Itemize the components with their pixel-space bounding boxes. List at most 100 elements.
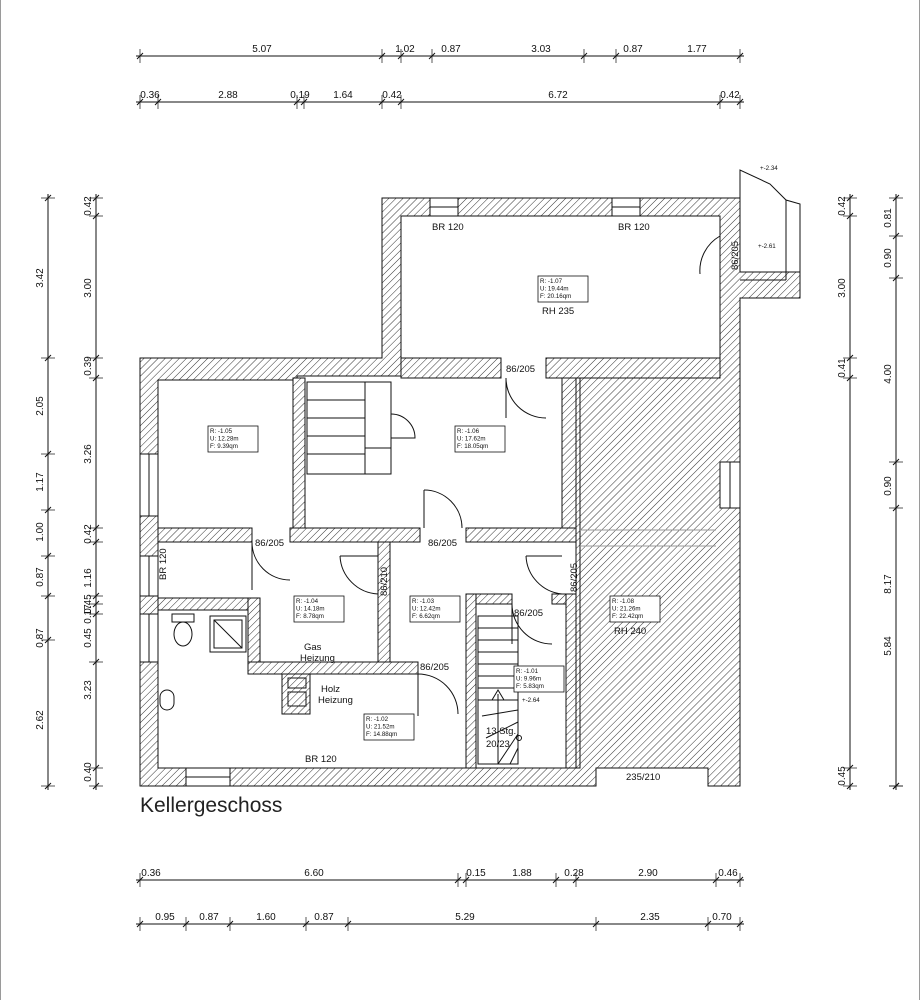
- dimension-label: 1.00: [35, 522, 46, 542]
- dimension-label: 0.87: [199, 912, 219, 923]
- dimension-label: 0.45: [83, 594, 94, 614]
- door-label: 86/205: [428, 538, 457, 549]
- window-label: BR 120: [618, 222, 650, 233]
- room-value: R: -1.06: [457, 428, 480, 435]
- dimension-label: 0.42: [83, 524, 94, 544]
- door-label: 86/205: [730, 241, 741, 270]
- dimension-label: 2.35: [640, 912, 660, 923]
- fixtures: [159, 613, 307, 711]
- room-height: RH 235: [542, 306, 574, 317]
- dimension-label: 0.42: [720, 90, 740, 101]
- plan-labels: BR 120 BR 120 BR 120 BR 120 86/205 86/20…: [158, 165, 778, 783]
- dimension-label: 0.70: [712, 912, 732, 923]
- room-value: R: -1.08: [612, 598, 635, 605]
- dimension-label: 1.64: [333, 90, 353, 101]
- dimension-label: 0.90: [883, 476, 894, 496]
- dimension-label: 0.87: [35, 567, 46, 587]
- dimension-label: 0.42: [83, 196, 94, 216]
- dimension-label: 5.29: [455, 912, 475, 923]
- door-label: 86/210: [379, 567, 390, 596]
- room-value: U: 14.18m: [296, 606, 325, 613]
- level-label: +-2.61: [758, 243, 776, 250]
- stair-upper: [306, 381, 416, 475]
- dimension-label: 0.36: [141, 868, 161, 879]
- door-label: 86/205: [569, 563, 580, 592]
- room-name-label: Heizung: [318, 695, 353, 706]
- dimension-label: 8.17: [883, 574, 894, 594]
- dimension-label: 2.62: [35, 710, 46, 730]
- dimension-label: 0.36: [140, 90, 160, 101]
- dimension-label: 3.03: [531, 44, 551, 55]
- room-name-label: Heizung: [300, 653, 335, 664]
- door-label: 86/205: [255, 538, 284, 549]
- corner-bay: [739, 169, 801, 298]
- dimension-label: 1.02: [395, 44, 415, 55]
- level-label: +-2.34: [760, 165, 778, 172]
- dimension-label: 1.60: [256, 912, 276, 923]
- dimension-label: 0.28: [564, 868, 584, 879]
- room-value: F: 18.05qm: [457, 443, 488, 450]
- stair-label: 13 Stg.: [486, 726, 516, 737]
- dimension-label: 2.90: [638, 868, 658, 879]
- room-height: RH 240: [614, 626, 646, 637]
- dimension-label: 0.81: [883, 208, 894, 228]
- dimension-label: 3.00: [837, 278, 848, 298]
- dimension-label: 0.41: [837, 358, 848, 378]
- door-label: 86/205: [420, 662, 449, 673]
- door-label: 86/205: [514, 608, 543, 619]
- room-value: R: -1.03: [412, 598, 435, 605]
- dimension-label: 0.42: [382, 90, 402, 101]
- room-value: F: 14.88qm: [366, 731, 397, 738]
- interior-walls: [157, 357, 721, 769]
- room-value: F: 20.16qm: [540, 293, 571, 300]
- plan-title: Kellergeschoss: [140, 794, 283, 817]
- dimension-label: 4.00: [883, 364, 894, 384]
- room-value: U: 12.28m: [210, 436, 239, 443]
- dimension-label: 0.45: [837, 766, 848, 786]
- door-swings: [251, 235, 721, 716]
- dimension-label: 0.17: [83, 604, 94, 624]
- windows: [139, 197, 741, 787]
- level-label: +-2.64: [522, 697, 540, 704]
- dimension-label: 1.16: [83, 568, 94, 588]
- room-value: U: 9.96m: [516, 676, 541, 683]
- dimension-label: 1.77: [687, 44, 707, 55]
- dimension-label: 0.19: [290, 90, 310, 101]
- room-value: F: 5.83qm: [516, 683, 544, 690]
- dimension-label: 6.60: [304, 868, 324, 879]
- dimension-label: 6.72: [548, 90, 568, 101]
- room-value: R: -1.04: [296, 598, 319, 605]
- room-value: F: 6.62qm: [412, 613, 440, 620]
- dimension-label: 2.05: [35, 396, 46, 416]
- room-name-label: Gas: [304, 642, 322, 653]
- room-value: F: 22.42qm: [612, 613, 643, 620]
- room-value: F: 8.78qm: [296, 613, 324, 620]
- room-name-label: Holz: [321, 684, 340, 695]
- room-value: R: -1.02: [366, 716, 389, 723]
- room-value: R: -1.01: [516, 668, 539, 675]
- room-value: U: 17.62m: [457, 436, 486, 443]
- room-value: U: 19.44m: [540, 286, 569, 293]
- room-value: U: 21.26m: [612, 606, 641, 613]
- garage-door-label: 235/210: [626, 772, 660, 783]
- dimension-label: 0.45: [83, 628, 94, 648]
- dimension-label: 0.42: [837, 196, 848, 216]
- window-label: BR 120: [432, 222, 464, 233]
- room-boxes: [207, 275, 661, 741]
- dimension-label: 0.46: [718, 868, 738, 879]
- dimension-label: 3.26: [83, 444, 94, 464]
- dimension-label: 0.40: [83, 762, 94, 782]
- frame-right-line: [919, 0, 920, 1000]
- dimension-label: 1.17: [35, 472, 46, 492]
- dimension-label: 0.87: [441, 44, 461, 55]
- dimension-label: 3.42: [35, 268, 46, 288]
- room-value: U: 12.42m: [412, 606, 441, 613]
